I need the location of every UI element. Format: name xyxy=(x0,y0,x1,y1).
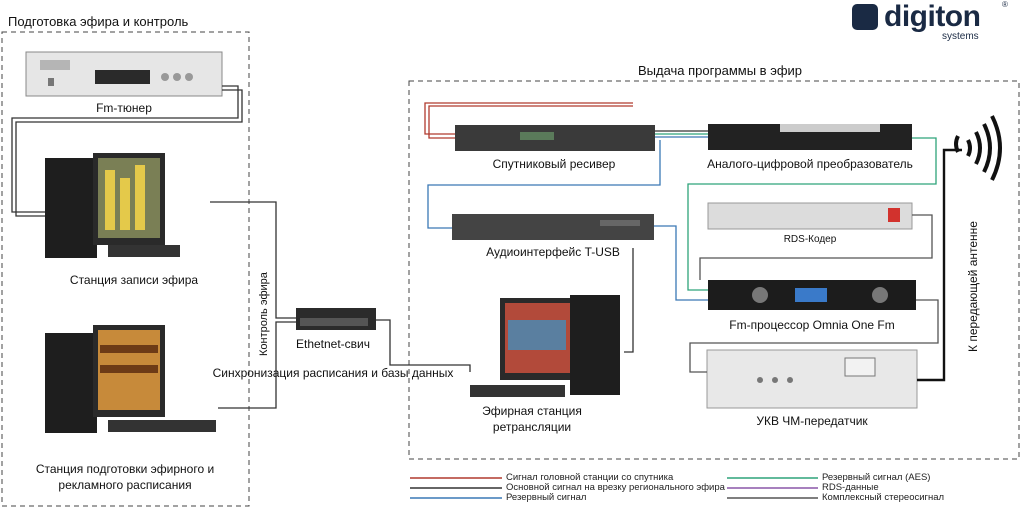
switch-label: Ethetnet-свич xyxy=(295,337,371,351)
transmitter-label: УКВ ЧМ-передатчик xyxy=(756,414,868,428)
prep-station-label-1: Станция подготовки эфирного и xyxy=(35,462,215,476)
right-frame xyxy=(408,80,1020,460)
air-station-label-1: Эфирная станция xyxy=(482,404,582,418)
legend-swatches xyxy=(410,477,818,499)
transmitter-device xyxy=(706,349,918,409)
right-connections xyxy=(424,102,962,382)
audio-interface-device xyxy=(452,214,654,240)
audio-if-label: Аудиоинтерфейс T-USB xyxy=(486,245,620,259)
processor-label: Fm-процессор Omnia One Fm xyxy=(729,318,895,332)
rec-station-label: Станция записи эфира xyxy=(69,273,199,287)
antenna-label: К передающей антенне xyxy=(966,221,980,352)
rds-label: RDS-Кодер xyxy=(783,234,837,245)
logo-sub: systems xyxy=(942,31,979,42)
adc-label: Аналого-цифровой преобразователь xyxy=(707,157,913,171)
air-station-computer xyxy=(470,295,620,397)
air-station-label-2: ретрансляции xyxy=(492,420,572,434)
adc-device xyxy=(708,124,912,150)
legend-item: RDS-данные xyxy=(822,482,879,493)
logo-text: digiton xyxy=(884,0,981,33)
legend-item: Резервный сигнал (AES) xyxy=(822,472,931,483)
right-section-title: Выдача программы в эфир xyxy=(637,63,803,78)
legend-item: Комплексный стереосигнал xyxy=(822,492,945,503)
control-label: Контроль эфира xyxy=(258,272,270,356)
logo-reg: ® xyxy=(1002,0,1008,9)
left-connections xyxy=(11,85,471,409)
rec-station-computer xyxy=(45,153,180,258)
rds-encoder-device xyxy=(707,202,913,230)
left-section-title: Подготовка эфира и контроль xyxy=(8,14,189,29)
sat-receiver-device xyxy=(455,125,655,151)
legend-item: Основной сигнал на врезку регионального … xyxy=(506,482,725,493)
ethernet-switch-device xyxy=(296,308,376,330)
sat-receiver-label: Спутниковый ресивер xyxy=(492,157,616,171)
antenna-icon xyxy=(954,115,1002,181)
fm-tuner-label: Fm-тюнер xyxy=(96,101,152,115)
processor-device xyxy=(708,280,916,310)
legend-item: Сигнал головной станции со спутника xyxy=(506,472,674,483)
sync-label: Синхронизация расписания и базы данных xyxy=(212,366,454,380)
prep-station-computer xyxy=(45,325,216,433)
logo-icon xyxy=(852,4,878,30)
prep-station-label-2: рекламного расписания xyxy=(58,478,192,492)
legend-item: Резервный сигнал xyxy=(506,492,587,503)
fm-tuner-device xyxy=(25,51,223,97)
